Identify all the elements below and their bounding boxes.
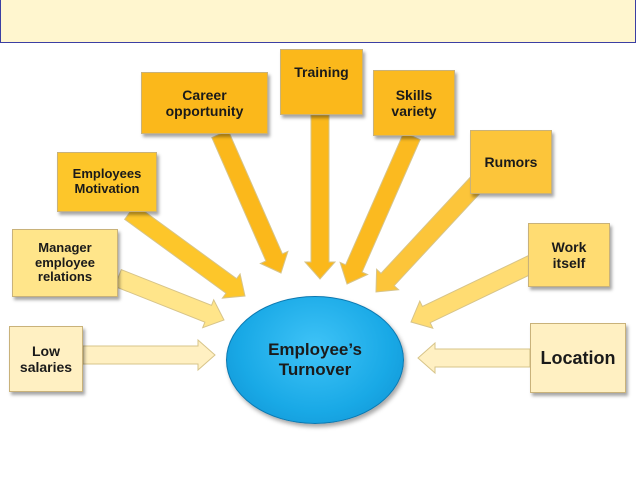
factor-label-training: Training: [294, 64, 349, 80]
factor-label-skills-variety: Skills variety: [391, 86, 437, 119]
factor-label-location: Location: [540, 347, 616, 368]
arrow-rumors: [375, 173, 488, 293]
arrow-career-opportunity: [211, 129, 289, 274]
factor-label-career-opportunity: Career opportunity: [165, 86, 244, 119]
factor-label-employees-motivation: Employees Motivation: [72, 166, 142, 196]
arrow-low-salaries: [82, 338, 216, 372]
arrow-employees-motivation: [124, 204, 246, 299]
factor-box-skills-variety: Skills variety: [373, 70, 455, 136]
arrow-training: [303, 114, 337, 280]
arrow-skills-variety: [339, 131, 421, 285]
factor-box-employees-motivation: Employees Motivation: [57, 152, 157, 212]
arrow-location: [417, 341, 531, 375]
factor-box-training: Training: [280, 49, 363, 115]
center-label: Employee’s Turnover: [268, 339, 362, 379]
factor-box-work-itself: Work itself: [528, 223, 610, 287]
factor-box-career-opportunity: Career opportunity: [141, 72, 268, 134]
factor-label-rumors: Rumors: [484, 153, 538, 170]
arrow-work-itself: [410, 251, 545, 329]
center-employee-turnover: Employee’s Turnover: [226, 296, 404, 424]
factor-label-manager-employee-relations: Manager employee relations: [35, 239, 95, 285]
factor-label-work-itself: Work itself: [551, 238, 587, 271]
factor-box-low-salaries: Low salaries: [9, 326, 83, 392]
arrow-manager-employee-relations: [114, 268, 225, 329]
factor-box-manager-employee-relations: Manager employee relations: [12, 229, 118, 297]
title-band: [0, 0, 636, 43]
factor-box-location: Location: [530, 323, 626, 393]
factor-label-low-salaries: Low salaries: [19, 342, 73, 375]
factor-box-rumors: Rumors: [470, 130, 552, 194]
